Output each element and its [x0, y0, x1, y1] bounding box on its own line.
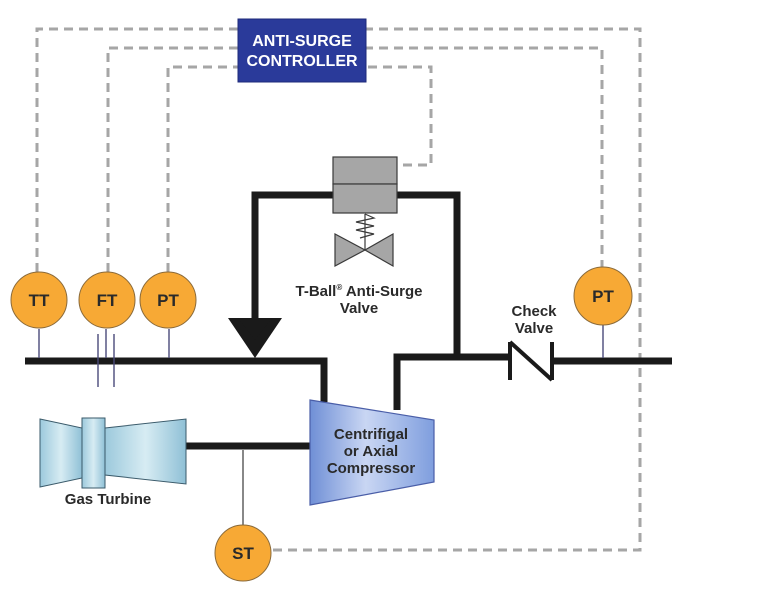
- valve-spring-icon: [355, 213, 376, 239]
- instrument-pt-discharge-label: PT: [592, 287, 614, 306]
- anti-surge-valve: T-Ball® Anti-Surge Valve: [295, 156, 423, 317]
- valve-body-left: [334, 233, 367, 267]
- turbine-core: [81, 417, 106, 489]
- instrument-pt-discharge: PT: [573, 266, 633, 326]
- controller-label-line1: ANTI-SURGE: [252, 33, 352, 50]
- instrument-ft-label: FT: [97, 291, 118, 310]
- valve-label-line2: Valve: [340, 300, 378, 317]
- turbine-inlet: [39, 418, 83, 488]
- instrument-pt-suction-label: PT: [157, 291, 179, 310]
- check-valve: Check Valve: [508, 303, 557, 382]
- anti-surge-controller: ANTI-SURGE CONTROLLER: [237, 18, 367, 83]
- compressor-label-line1: Centrifigal: [334, 426, 408, 443]
- compressor-body: [309, 399, 435, 506]
- instrument-taps: [38, 324, 604, 526]
- compressor-label-line2: or Axial: [344, 443, 398, 460]
- check-valve-icon: [508, 340, 554, 382]
- instrument-ft: FT: [78, 271, 136, 329]
- valve-actuator-bottom: [332, 183, 398, 214]
- discharge-pipe: [393, 353, 510, 410]
- valve-label-line1: T-Ball® Anti-Surge: [295, 283, 422, 300]
- suction-pipe: [25, 357, 328, 402]
- valve-body-right: [363, 232, 394, 268]
- signal-line-tt-st: [35, 27, 642, 552]
- instrument-tt: TT: [10, 271, 68, 329]
- compressor: Centrifigal or Axial Compressor: [309, 399, 435, 506]
- controller-label-line2: CONTROLLER: [246, 53, 358, 70]
- instrument-st-label: ST: [232, 544, 254, 563]
- instrument-tt-label: TT: [29, 291, 50, 310]
- valve-actuator-top: [332, 156, 398, 185]
- flow-arrow-notch: [238, 318, 272, 340]
- gas-turbine-label: Gas Turbine: [65, 491, 151, 508]
- compressor-label-line3: Compressor: [327, 460, 416, 477]
- check-valve-label-line2: Valve: [515, 320, 553, 337]
- instrument-pt-suction: PT: [139, 271, 197, 329]
- recycle-pipe: [251, 191, 461, 357]
- signal-line-pt-valve: [166, 65, 433, 272]
- check-valve-label-line1: Check: [511, 303, 557, 320]
- turbine-exhaust: [104, 418, 187, 485]
- instrument-st: ST: [214, 524, 272, 582]
- gas-turbine: Gas Turbine: [39, 417, 187, 508]
